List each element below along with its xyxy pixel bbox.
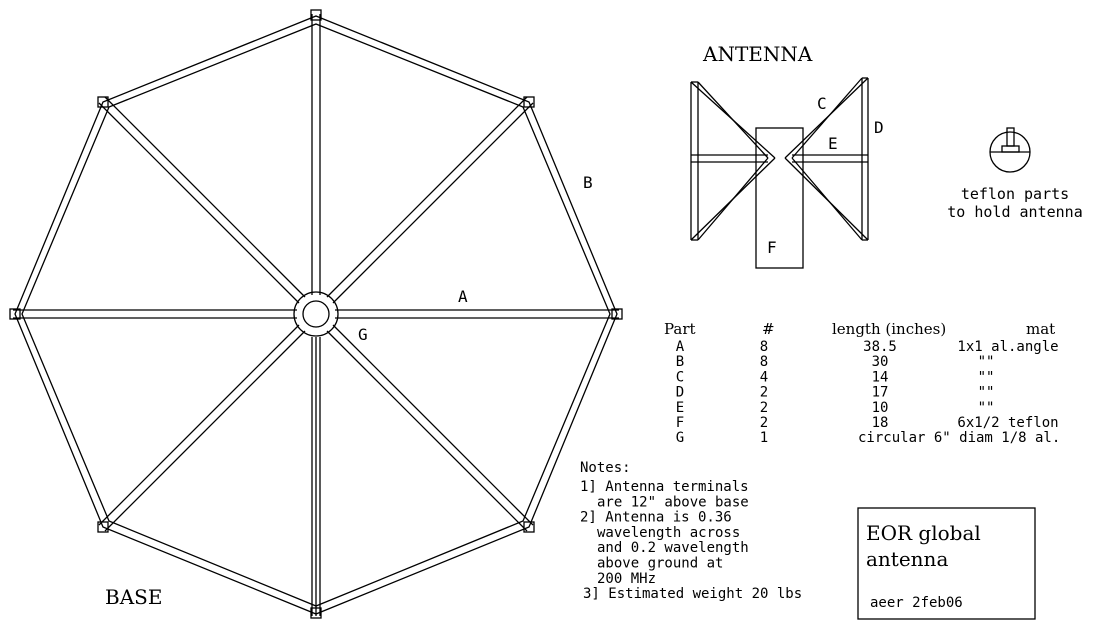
parts-row-mat: 6x1/2 teflon xyxy=(957,415,1058,431)
teflon-part-icon xyxy=(989,127,1031,173)
notes-line: and 0.2 wavelength xyxy=(597,540,749,556)
title-box-line2: antenna xyxy=(866,547,948,571)
parts-row-part: D xyxy=(676,385,684,401)
teflon-caption-2: to hold antenna xyxy=(947,203,1082,221)
parts-row-length: 14 xyxy=(872,369,889,385)
parts-row-length: 30 xyxy=(872,354,889,370)
label-f: F xyxy=(767,238,777,257)
parts-row-length: 17 xyxy=(872,385,889,401)
parts-table: Part # length (inches) mat A 8 38.5 1x1 al.… xyxy=(664,320,1060,446)
parts-header-mat: mat xyxy=(1026,320,1055,338)
teflon-board xyxy=(755,127,804,269)
notes-line: are 12" above base xyxy=(597,494,749,510)
label-a: A xyxy=(458,287,468,306)
antenna-bowtie xyxy=(690,77,869,241)
parts-row-length: circular 6" diam 1/8 al. xyxy=(858,430,1060,446)
teflon-caption-1: teflon parts xyxy=(961,185,1069,203)
notes-title: Notes: xyxy=(580,460,631,476)
parts-row-part: G xyxy=(676,430,684,446)
base-title: BASE xyxy=(105,585,162,609)
parts-row-length: 18 xyxy=(872,415,889,431)
title-box-author: aeer 2feb06 xyxy=(870,595,963,611)
parts-row-part: C xyxy=(676,369,684,385)
parts-row-length: 38.5 xyxy=(863,339,897,355)
label-e: E xyxy=(828,134,838,153)
parts-row-length: 10 xyxy=(872,400,889,416)
parts-row-part: A xyxy=(676,339,685,355)
parts-row-mat: "" xyxy=(978,385,995,401)
notes-line: 1] Antenna terminals xyxy=(580,479,749,495)
title-box-line1: EOR global xyxy=(866,521,981,545)
parts-row-mat: 1x1 al.angle xyxy=(957,339,1058,355)
antenna-title: ANTENNA xyxy=(702,42,813,66)
parts-row-mat: "" xyxy=(978,354,995,370)
title-box-frame xyxy=(857,507,1036,620)
parts-row-mat: "" xyxy=(978,369,995,385)
notes-line: 3] Estimated weight 20 lbs xyxy=(583,586,802,602)
parts-row-count: 4 xyxy=(760,369,768,385)
parts-header-length: length (inches) xyxy=(832,320,946,338)
notes-line: 200 MHz xyxy=(597,571,656,587)
base-joints xyxy=(9,9,623,619)
parts-row-count: 2 xyxy=(760,400,768,416)
parts-header-count: # xyxy=(762,320,775,338)
central-hub xyxy=(293,291,339,337)
label-c: C xyxy=(817,94,827,113)
parts-row-count: 2 xyxy=(760,415,768,431)
parts-row-count: 8 xyxy=(760,354,768,370)
label-b: B xyxy=(583,173,593,192)
parts-row-part: F xyxy=(676,415,684,431)
parts-row-part: B xyxy=(676,354,684,370)
base-spokes xyxy=(13,14,619,616)
label-g: G xyxy=(358,325,368,344)
parts-row-count: 1 xyxy=(760,430,768,446)
label-d: D xyxy=(874,118,884,137)
notes-line: wavelength across xyxy=(597,525,740,541)
parts-row-count: 2 xyxy=(760,385,768,401)
parts-row-mat: "" xyxy=(978,400,995,416)
parts-row-count: 8 xyxy=(760,339,768,355)
parts-header-part: Part xyxy=(664,320,696,338)
parts-row-part: E xyxy=(676,400,684,416)
notes-line: above ground at xyxy=(597,556,723,572)
notes-line: 2] Antenna is 0.36 xyxy=(580,510,732,526)
